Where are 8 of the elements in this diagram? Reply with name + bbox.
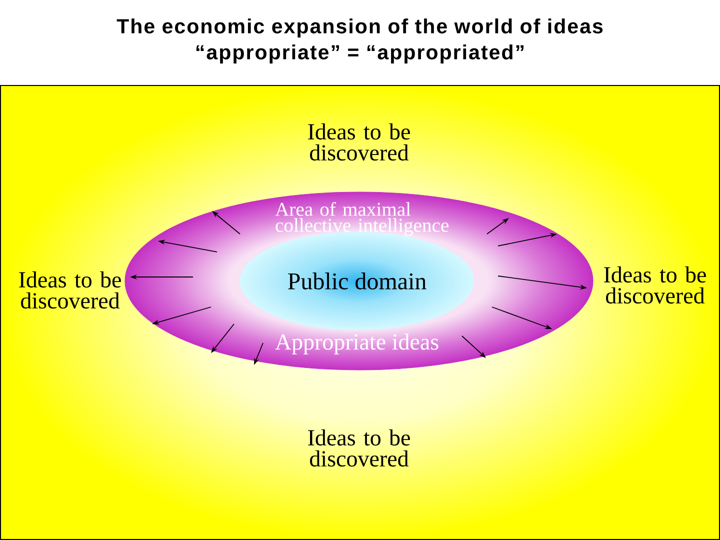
ellipse-label: Public domain — [288, 272, 426, 290]
title: The economic expansion of the world of ideas — [116, 18, 603, 38]
idea-label: Ideas to be discovered — [604, 266, 706, 304]
idea-label: Ideas to be discovered — [308, 429, 410, 467]
idea-label: Ideas to be discovered — [308, 123, 410, 161]
band-label: Appropriate ideas — [275, 334, 438, 354]
idea-label: Ideas to be discovered — [19, 271, 121, 309]
subtitle: “appropriate” = “appropriated” — [196, 44, 524, 64]
